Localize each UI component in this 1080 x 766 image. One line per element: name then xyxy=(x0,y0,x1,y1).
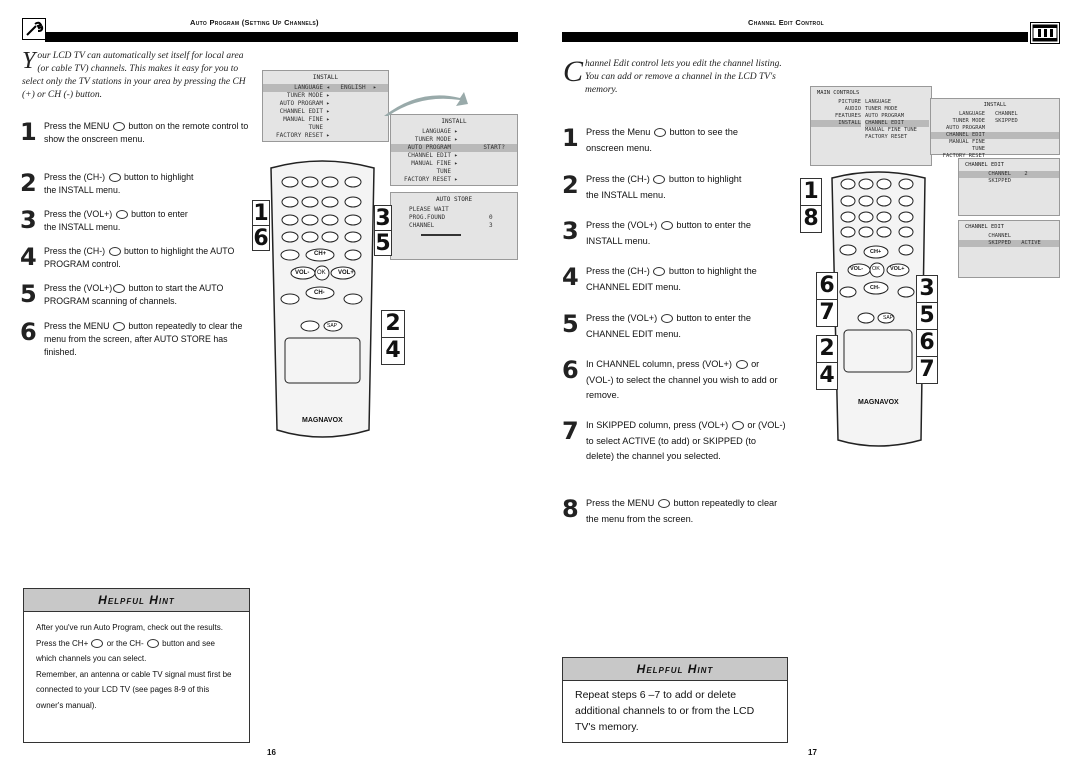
hint-paragraph-2: Remember, an antenna or cable TV signal … xyxy=(36,669,232,710)
callout-2: 2 xyxy=(381,310,405,338)
ch-up-button-icon xyxy=(91,638,104,648)
ch-down-button-icon xyxy=(146,638,159,648)
remote-ok-label: OK xyxy=(317,270,326,276)
hint-title: Helpful Hint xyxy=(563,658,787,681)
remote-ch-down-label: CH- xyxy=(870,285,880,291)
ch-down-button-icon xyxy=(108,173,121,183)
callout-1: 1 xyxy=(252,200,270,226)
hint-paragraph-1: After you've run Auto Program, check out… xyxy=(36,623,223,663)
remote-control-right xyxy=(826,170,931,455)
ch-down-button-icon xyxy=(653,267,666,277)
arrow-icon xyxy=(380,88,470,123)
header-rule-left xyxy=(45,32,518,42)
remote-sap-label: SAP xyxy=(327,323,338,329)
drop-cap: Y xyxy=(22,48,36,74)
callout-8: 8 xyxy=(800,205,822,233)
remote-vol-down-label: VOL- xyxy=(850,266,864,272)
page-number-left: 16 xyxy=(267,748,276,757)
install-menu-2: INSTALL LANGUAGE▸ TUNER MODE▸ AUTO PROGR… xyxy=(390,114,518,186)
callout-5: 5 xyxy=(374,230,392,256)
hint-title: Helpful Hint xyxy=(24,589,249,612)
remote-control-left xyxy=(265,160,380,450)
menu-button-icon xyxy=(657,499,670,509)
callout-6: 6 xyxy=(252,225,270,251)
callout-3: 3 xyxy=(374,205,392,231)
right-helpful-hint: Helpful Hint Repeat steps 6 –7 to add or… xyxy=(562,657,788,743)
remote-ok-label: OK xyxy=(872,266,880,272)
callout-3: 3 xyxy=(916,275,938,303)
callout-2: 2 xyxy=(816,335,838,363)
header-rule-right xyxy=(562,32,1028,42)
callout-4: 4 xyxy=(816,362,838,390)
callout-6: 6 xyxy=(816,272,838,300)
vol-up-button-icon xyxy=(735,360,748,370)
callout-4: 4 xyxy=(381,337,405,365)
menu-button-icon xyxy=(112,322,125,332)
remote-sap-label: SAP xyxy=(883,315,894,321)
install-menu-1: INSTALL LANGUAGE◂ENGLISH▸ TUNER MODE▸ AU… xyxy=(262,70,389,142)
right-page-title: Channel Edit Control xyxy=(748,18,824,27)
right-intro-text: hannel Edit control lets you edit the ch… xyxy=(585,59,782,95)
remote-ch-up-label: CH+ xyxy=(870,249,882,255)
ch-down-button-icon xyxy=(653,175,666,185)
film-icon xyxy=(1030,22,1060,44)
remote-vol-down-label: VOL- xyxy=(295,270,310,276)
vol-up-button-icon xyxy=(731,421,744,431)
callout-1: 1 xyxy=(800,178,822,206)
left-page-title: Auto Program (Setting Up Channels) xyxy=(190,18,319,27)
page-number-right: 17 xyxy=(808,748,817,757)
hint-text: Repeat steps 6 –7 to add or delete addit… xyxy=(575,689,755,733)
remote-brand: MAGNAVOX xyxy=(302,417,343,424)
remote-ch-up-label: CH+ xyxy=(314,251,327,257)
vol-up-button-icon xyxy=(660,221,673,231)
callout-6: 6 xyxy=(916,329,938,357)
drop-cap: C xyxy=(563,55,584,88)
callout-5: 5 xyxy=(916,302,938,330)
remote-ch-down-label: CH- xyxy=(314,290,325,296)
menu-button-icon xyxy=(112,122,125,132)
vol-up-button-icon xyxy=(113,284,126,294)
callout-7: 7 xyxy=(816,299,838,327)
remote-vol-up-label: VOL+ xyxy=(338,270,354,276)
callout-7: 7 xyxy=(916,356,938,384)
vol-up-button-icon xyxy=(115,210,128,220)
menu-button-icon xyxy=(653,128,666,138)
remote-brand: MAGNAVOX xyxy=(858,399,899,406)
vol-up-button-icon xyxy=(660,314,673,324)
ch-down-button-icon xyxy=(108,247,121,257)
remote-vol-up-label: VOL+ xyxy=(890,266,905,272)
progress-bar xyxy=(421,234,461,236)
left-intro-text: our LCD TV can automatically set itself … xyxy=(22,51,246,100)
wrench-icon xyxy=(22,18,46,40)
left-helpful-hint: Helpful Hint After you've run Auto Progr… xyxy=(23,588,250,743)
